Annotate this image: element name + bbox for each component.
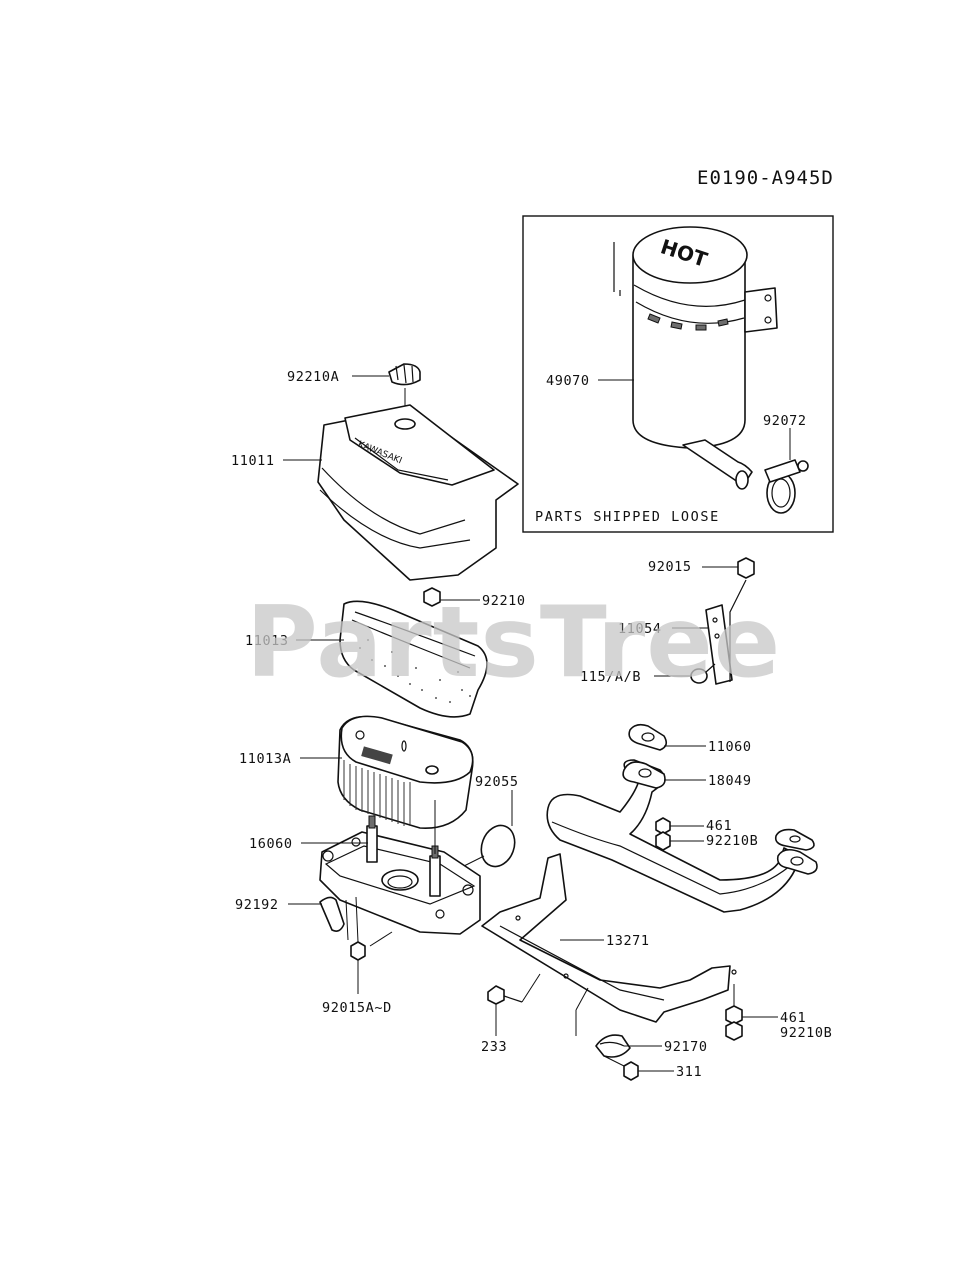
label-11013A: 11013A: [239, 751, 291, 767]
label-49070: 49070: [546, 373, 590, 389]
paper-filter-11013A: [337, 715, 474, 829]
label-461-upper: 461: [706, 818, 732, 834]
label-115AB: 115/A/B: [580, 669, 641, 685]
label-311: 311: [676, 1064, 702, 1080]
label-92015: 92015: [648, 559, 692, 575]
breather-tube-92192: [319, 896, 345, 932]
label-92192: 92192: [235, 897, 279, 913]
clamp-92170: [595, 1034, 631, 1058]
label-92072: 92072: [763, 413, 807, 429]
wing-knob-92210A: [388, 363, 421, 386]
nut-311: [623, 1061, 639, 1081]
label-13271: 13271: [606, 933, 650, 949]
exhaust-pipe-18049: [546, 759, 818, 913]
label-92170: 92170: [664, 1039, 708, 1055]
foam-precleaner-11013: [339, 600, 488, 718]
watermark: PartsTree: [246, 586, 781, 700]
label-18049: 18049: [708, 773, 752, 789]
label-92015A-D: 92015A~D: [322, 1000, 392, 1016]
air-cleaner-cover-11011: KAWASAKI: [317, 404, 519, 581]
label-92055: 92055: [475, 774, 519, 790]
label-16060: 16060: [249, 836, 293, 852]
nut-92015: [737, 557, 755, 579]
bolt-233: [487, 985, 523, 1005]
clamp-92072: [764, 459, 809, 514]
nut-92015A-D: [350, 941, 366, 961]
bracket-11054: [705, 579, 747, 685]
gasket-11060: [628, 723, 668, 751]
label-461-lower: 461: [780, 1010, 806, 1026]
label-11011: 11011: [231, 453, 275, 469]
nut-92210B-lower: [725, 1021, 743, 1041]
nut-461-upper: [655, 817, 671, 835]
heat-shield-13271: [481, 853, 737, 1023]
muffler-49070: HOT: [613, 226, 778, 490]
label-92210: 92210: [482, 593, 526, 609]
label-11013: 11013: [245, 633, 289, 649]
label-92210B-lower: 92210B: [780, 1025, 832, 1041]
nut-92210B-upper: [655, 831, 671, 851]
nut-92210: [423, 587, 441, 607]
inset-caption: PARTS SHIPPED LOOSE: [535, 509, 720, 525]
label-11054: 11054: [618, 621, 662, 637]
label-92210A: 92210A: [287, 369, 339, 385]
label-11060: 11060: [708, 739, 752, 755]
parts-shipped-loose-inset: PARTS SHIPPED LOOSE HOT 49070: [522, 215, 834, 533]
o-ring-92055: [480, 824, 516, 868]
diagram-code: E0190-A945D: [697, 167, 834, 189]
label-233: 233: [481, 1039, 507, 1055]
label-92210B-upper: 92210B: [706, 833, 758, 849]
air-cleaner-base-16060: [319, 815, 481, 935]
